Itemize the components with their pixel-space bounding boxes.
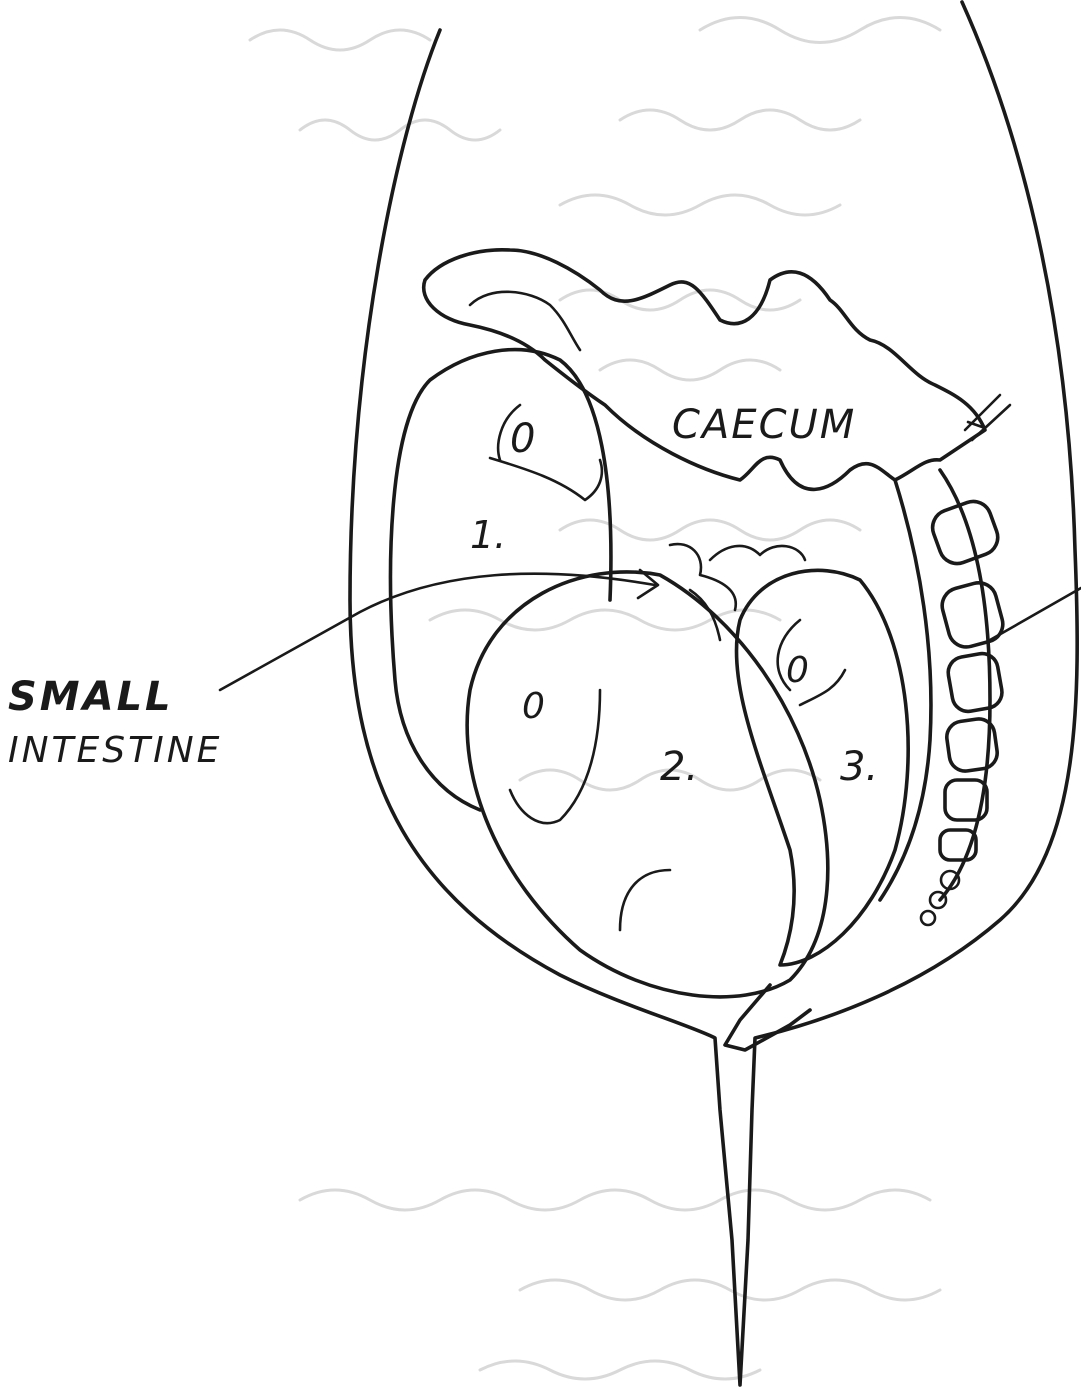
- caecum-ducts: [965, 395, 1010, 440]
- small-intestine-pointer: [220, 574, 655, 690]
- loop-1-mark: 0: [510, 416, 535, 462]
- loop-2-number: 2.: [660, 744, 698, 790]
- loop-2-mark: 0: [522, 686, 545, 727]
- loop-3-number: 3.: [840, 744, 878, 790]
- colon-strip: [940, 470, 990, 900]
- loop-2-outline: [467, 572, 828, 997]
- loop-3-mark: 0: [786, 650, 809, 691]
- loop-1-fold: [490, 458, 602, 500]
- small-intestine-label-line1: SMALL: [8, 674, 174, 720]
- right-pointer: [990, 588, 1081, 640]
- pellet: [938, 579, 1007, 651]
- caecum-inner-fold: [470, 292, 580, 350]
- caecum-outline: [424, 250, 985, 490]
- pellet: [921, 911, 935, 925]
- loop-3-outline: [736, 570, 908, 965]
- small-intestine-label-line2: INTESTINE: [8, 730, 222, 771]
- pellet: [928, 496, 1003, 568]
- bleed-through-handwriting: [250, 18, 940, 1380]
- pellet: [945, 717, 999, 773]
- faecal-pellets: [921, 496, 1007, 925]
- pellet: [946, 651, 1005, 714]
- loop-2-lower-fold: [620, 870, 670, 930]
- outer-body-outline: [350, 2, 1077, 1385]
- pellet: [930, 892, 946, 908]
- caecum-label: CAECUM: [672, 402, 856, 448]
- loop-1-number: 1.: [470, 513, 506, 557]
